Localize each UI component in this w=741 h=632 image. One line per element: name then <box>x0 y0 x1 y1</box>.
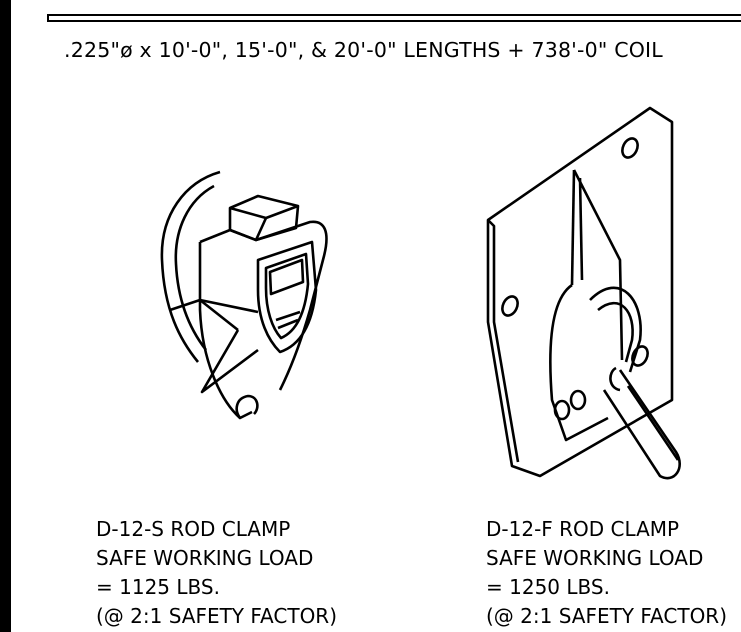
d12f-load-value: = 1250 LBS. <box>486 575 610 599</box>
d12s-load-value: = 1125 LBS. <box>96 575 220 599</box>
d12s-name: D-12-S ROD CLAMP <box>96 517 291 541</box>
d12f-safety-factor: (@ 2:1 SAFETY FACTOR) <box>486 604 728 628</box>
rod-outline-bar <box>47 14 741 22</box>
d12f-name: D-12-F ROD CLAMP <box>486 517 680 541</box>
sheet-left-border <box>0 0 11 632</box>
d12s-safety-factor: (@ 2:1 SAFETY FACTOR) <box>96 604 338 628</box>
d12f-load-label: SAFE WORKING LOAD <box>486 546 704 570</box>
d12s-caption: D-12-S ROD CLAMP SAFE WORKING LOAD = 112… <box>96 515 337 631</box>
d12f-clamp-drawing <box>486 106 681 480</box>
d12s-clamp-drawing <box>160 170 328 420</box>
d12f-caption: D-12-F ROD CLAMP SAFE WORKING LOAD = 125… <box>486 515 727 631</box>
rod-spec-text: .225"ø x 10'-0", 15'-0", & 20'-0" LENGTH… <box>64 38 663 62</box>
d12s-load-label: SAFE WORKING LOAD <box>96 546 314 570</box>
